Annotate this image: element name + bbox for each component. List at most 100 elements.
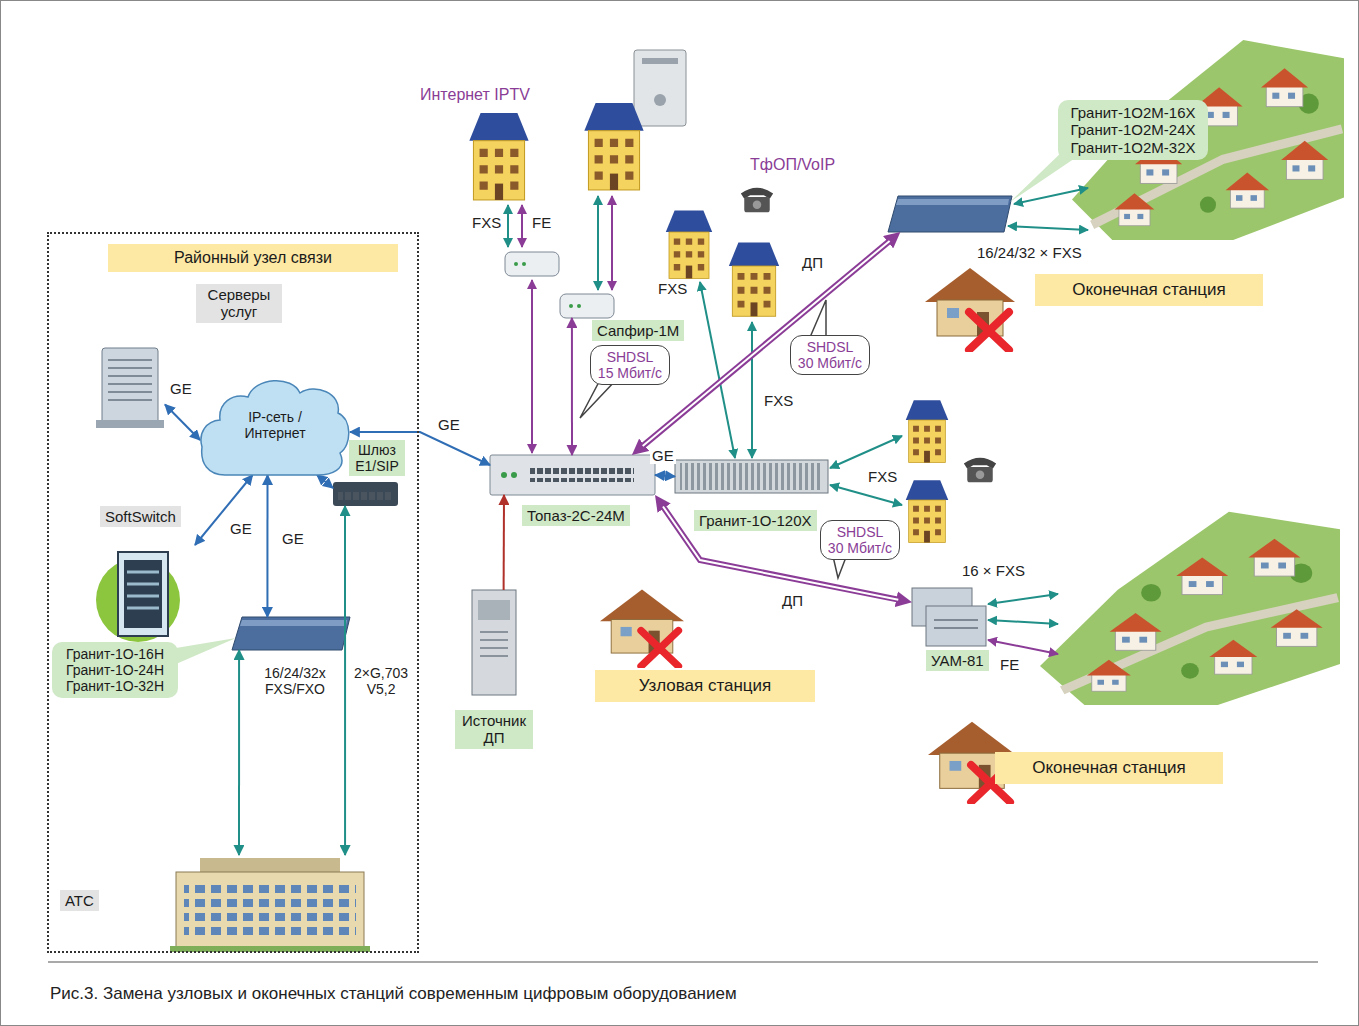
connector [503,495,504,590]
link-line [1014,188,1088,204]
connector-line [238,650,240,855]
modem-icon [514,262,518,266]
note-label: FE [998,656,1021,673]
multiplexer-icon [511,472,517,478]
connector-line [571,318,573,455]
multiplexer-node: Топаз-2С-24М [490,455,655,495]
server-tower [642,58,678,64]
multiplexer-icon [934,620,978,628]
access-device-icon [176,617,350,664]
phone-icon [741,188,773,213]
callout-tail [580,380,616,418]
station-label: Узловая станция [595,670,815,702]
caption-rule [48,961,1318,962]
speed-callout: SHDSL 30 Мбит/с [820,520,900,560]
modem-icon [569,304,573,308]
exchange-building [184,880,356,940]
note-label: 16/24/32 × FXS [975,244,1084,261]
connector [640,238,893,448]
device-label: Шлюз E1/SIP [349,440,405,476]
cloud-label: IP-сеть / Интернет [227,409,323,441]
edge-label: ДП [800,254,825,271]
server-tower [634,50,686,126]
speed-callout: SHDSL 15 Мбит/с [590,345,670,385]
station-text: Узловая станция [607,676,803,696]
power-source-node: Источник ДП [470,590,518,695]
remote-device-icon [888,196,1012,232]
device-label: Топаз-2С-24М [522,505,630,526]
device-label: Источник ДП [455,710,533,749]
modem-icon [560,294,614,318]
edge-label: GE [650,447,676,464]
station-label: Оконечная станция [1035,274,1263,306]
server-icon [96,348,164,428]
link-line [611,196,613,290]
note-label: Интернет IPTV [418,86,532,104]
region-boundary: Районный узел связиСерверы услугIP-сеть … [47,232,419,953]
edge-label: GE [168,380,194,397]
link-line [988,594,1058,604]
server-icon [96,420,164,428]
link-line [830,485,902,505]
server-node: Серверы услуг [95,345,165,430]
gateway-icon [338,488,393,500]
multiplexer-icon [912,588,986,646]
connector [267,475,268,617]
note-label: FXS [656,280,689,297]
access-device-icon [240,620,347,626]
modem-icon [505,252,559,276]
link-line [988,620,1058,624]
link-line [1008,226,1088,230]
device-callout: Гранит-1О2М-16Х Гранит-1О2М-24Х Гранит-1… [1058,100,1208,160]
station-text: Оконечная станция [1047,280,1251,300]
edge-label: GE [280,530,306,547]
access-device-icon [176,638,236,664]
access-device-icon [232,617,350,650]
device-callout: Гранит-1О-16Н Гранит-1О-24Н Гранит-1О-32… [52,642,178,698]
village [1040,512,1340,705]
connector-line [640,238,893,448]
exchange-building [170,858,370,952]
edge-label: GE [228,520,254,537]
link-line [751,322,753,458]
server-icon [108,360,152,400]
remote-device-node: Гранит-1О2М-16Х Гранит-1О2М-24Х Гранит-1… [888,195,1012,232]
note-label: ТфОП/VoIP [748,156,837,174]
power-source-icon [478,600,510,620]
station-label: Оконечная станция [995,752,1223,784]
edge-label: GE [436,416,462,433]
server-icon [102,348,158,426]
note-label: 16 × FXS [960,562,1027,579]
connector-line [503,495,505,590]
edge-label: ДП [780,592,805,609]
connector-line [643,241,890,446]
connector [239,650,240,855]
exchange-building [176,872,364,948]
connector-line [661,503,903,600]
link-line [531,280,533,453]
link-line [521,205,523,247]
region-title: Районный узел связи [108,244,398,272]
power-source-icon [480,632,508,656]
exchange-node: АТС [172,855,368,950]
device-label: Серверы услуг [196,284,282,323]
building [729,243,779,317]
link-line [830,436,902,468]
device-label: АТС [60,890,99,911]
device-label: УАМ-81 [926,650,989,671]
multiplexer-icon [490,455,655,495]
access-rack-icon [675,460,828,493]
connector [661,503,903,600]
figure-caption: Рис.3. Замена узловых и оконечных станци… [50,984,737,1004]
connector [165,405,200,441]
softswitch-icon [96,552,180,642]
connector-line [344,506,346,855]
device-label: Сапфир-1М [592,320,684,341]
building [906,400,949,462]
multiplexer-icon [530,468,634,482]
note-label: FE [530,214,553,231]
connector-line [266,475,268,617]
access-rack-icon [675,460,828,493]
